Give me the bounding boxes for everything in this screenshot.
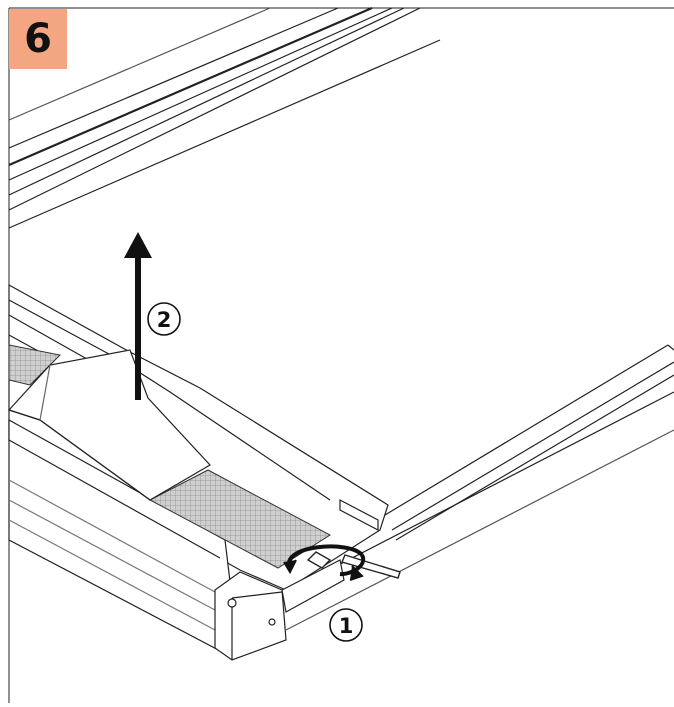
front-housing xyxy=(8,283,389,661)
side-rail xyxy=(285,344,674,631)
callout-2-label: 2 xyxy=(157,308,172,332)
mesh-panel-left xyxy=(8,344,62,386)
lifted-cover xyxy=(7,349,211,501)
rotation-arrow-icon xyxy=(283,544,366,581)
callout-2: 2 xyxy=(147,302,181,336)
mesh-panel-front xyxy=(148,469,331,569)
callout-1: 1 xyxy=(329,608,363,642)
callout-1-label: 1 xyxy=(339,614,354,638)
step-number-badge: 6 xyxy=(9,9,67,69)
lift-up-arrow-icon xyxy=(124,232,152,400)
far-rail xyxy=(8,6,441,229)
hex-key-icon xyxy=(306,551,401,579)
